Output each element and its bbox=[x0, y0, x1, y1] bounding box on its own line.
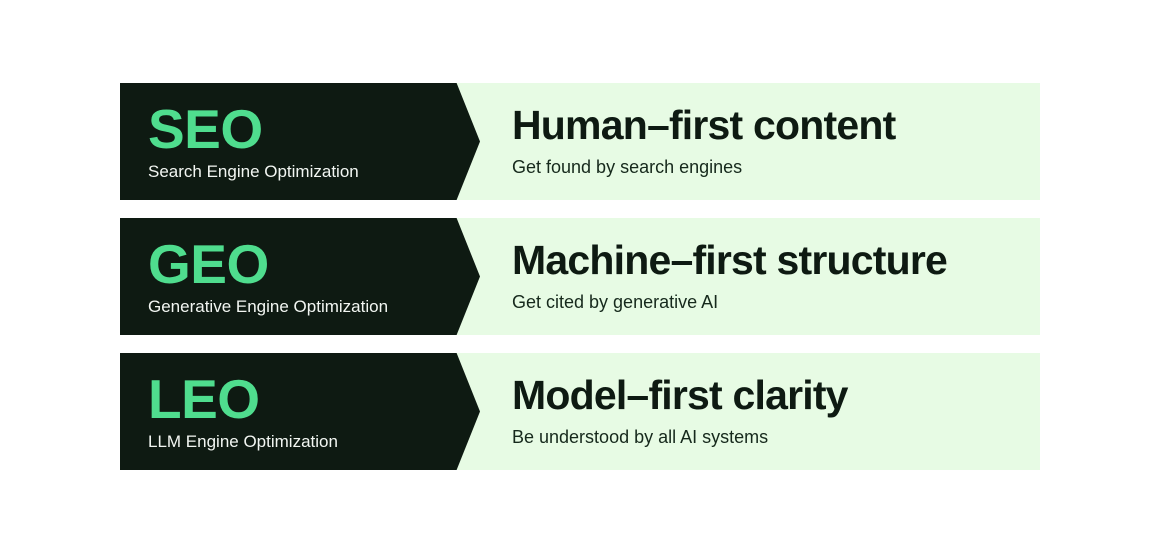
acronym-expansion-seo: Search Engine Optimization bbox=[148, 161, 359, 181]
arrow-panel-seo: SEO Search Engine Optimization bbox=[120, 83, 480, 200]
detail-subtitle-leo: Be understood by all AI systems bbox=[512, 427, 769, 448]
comparison-row-leo: LEO LLM Engine Optimization Model–first … bbox=[120, 353, 1040, 470]
acronym-expansion-leo: LLM Engine Optimization bbox=[148, 431, 338, 451]
comparison-row-geo: GEO Generative Engine Optimization Machi… bbox=[120, 218, 1040, 335]
detail-panel-geo: Machine–first structure Get cited by gen… bbox=[512, 218, 1040, 335]
acronym-label-geo: GEO bbox=[148, 232, 269, 295]
detail-subtitle-geo: Get cited by generative AI bbox=[512, 292, 719, 313]
detail-panel-seo: Human–first content Get found by search … bbox=[512, 83, 1040, 200]
acronym-label-seo: SEO bbox=[148, 97, 263, 160]
acronym-label-leo: LEO bbox=[148, 367, 260, 430]
arrow-panel-geo: GEO Generative Engine Optimization bbox=[120, 218, 480, 335]
detail-subtitle-seo: Get found by search engines bbox=[512, 157, 743, 178]
seo-geo-leo-comparison: SEO Search Engine Optimization Human–fir… bbox=[120, 83, 1040, 470]
comparison-row-seo: SEO Search Engine Optimization Human–fir… bbox=[120, 83, 1040, 200]
acronym-expansion-geo: Generative Engine Optimization bbox=[148, 296, 389, 316]
detail-title-geo: Machine–first structure bbox=[512, 237, 948, 284]
detail-title-seo: Human–first content bbox=[512, 102, 896, 149]
detail-panel-leo: Model–first clarity Be understood by all… bbox=[512, 353, 1040, 470]
arrow-panel-leo: LEO LLM Engine Optimization bbox=[120, 353, 480, 470]
detail-title-leo: Model–first clarity bbox=[512, 372, 848, 419]
